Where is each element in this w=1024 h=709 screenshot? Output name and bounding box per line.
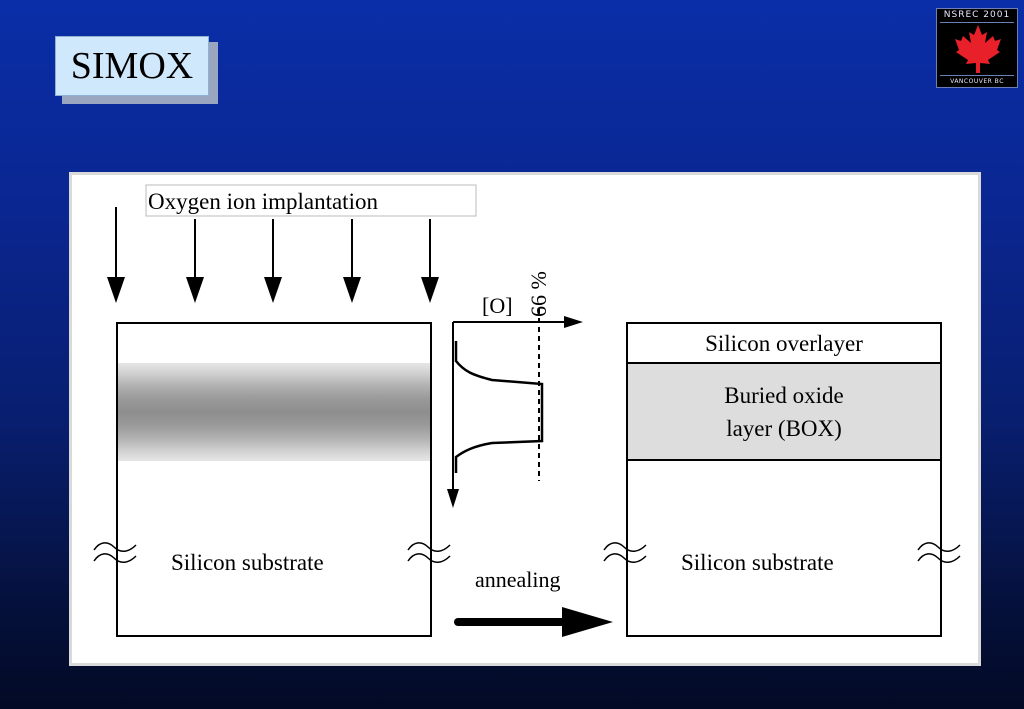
- left-substrate-label: Silicon substrate: [171, 550, 324, 575]
- left-wafer: Silicon substrate: [93, 322, 451, 637]
- conference-logo: NSREC 2001 VANCOUVER BC: [936, 8, 1018, 88]
- right-substrate-label: Silicon substrate: [681, 550, 834, 575]
- maple-leaf-icon: [955, 25, 1001, 73]
- break-mark-icon: [917, 542, 961, 552]
- overlayer-label: Silicon overlayer: [705, 331, 863, 356]
- buried-oxide-layer: [628, 363, 942, 460]
- logo-divider-bottom: [940, 75, 1014, 76]
- implant-label-box: [145, 184, 477, 217]
- implanted-oxygen-band: [118, 363, 430, 461]
- right-wafer: Silicon overlayer Buried oxide layer (BO…: [603, 322, 961, 637]
- oxygen-profile: [O] 66 %: [447, 271, 583, 508]
- annealing-arrow-icon: [562, 607, 613, 637]
- implant-arrows: [107, 207, 439, 303]
- break-mark-icon: [407, 542, 451, 552]
- logo-top-text: NSREC 2001: [943, 10, 1011, 20]
- logo-divider-top: [940, 22, 1014, 23]
- annealing-label: annealing: [475, 567, 561, 592]
- profile-axis-label: [O]: [482, 293, 513, 318]
- simox-diagram: Oxygen ion implantation Silicon substrat…: [93, 184, 961, 637]
- break-mark-icon: [93, 542, 137, 552]
- logo-bottom-text: VANCOUVER BC: [950, 78, 1004, 85]
- simox-diagram-panel: Oxygen ion implantation Silicon substrat…: [69, 172, 981, 666]
- slide-title: SIMOX: [55, 36, 209, 96]
- box-label-line1: Buried oxide: [724, 383, 843, 408]
- profile-curve: [454, 341, 544, 473]
- profile-max-label: 66 %: [526, 271, 551, 317]
- implant-label: Oxygen ion implantation: [148, 189, 378, 214]
- break-mark-icon: [603, 542, 647, 552]
- box-label-line2: layer (BOX): [726, 416, 842, 441]
